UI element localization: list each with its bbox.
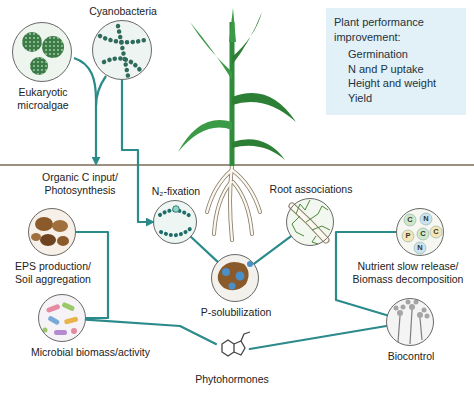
nutrient-letter: P	[405, 232, 410, 240]
node-label: Nutrient slow release/ Biomass decomposi…	[347, 260, 469, 285]
node-label: Phytohormones	[195, 373, 269, 386]
node-label: Microbial biomass/activity	[31, 346, 150, 359]
organic-c-arrows	[74, 58, 106, 164]
nutrient-letter: C	[407, 216, 412, 224]
node-label: Eukaryotic microalgae	[7, 86, 79, 111]
plant	[178, 8, 296, 240]
connector	[191, 237, 217, 262]
eps-figure	[28, 208, 76, 256]
process-circle: Phytohormones	[214, 334, 250, 370]
nutrient-figure	[396, 208, 444, 256]
nutrient-letter: C	[433, 228, 438, 236]
nutrient-letter: N	[417, 244, 422, 252]
root-association-figure	[286, 198, 334, 246]
node-label: N₂-fixation	[152, 185, 200, 198]
info-box: Plant performance improvement: Germinatio…	[326, 8, 466, 115]
process-circle: Cyanobacteria	[92, 20, 152, 80]
nutrient-letter: N	[423, 215, 428, 223]
connector	[122, 80, 153, 222]
connector	[86, 320, 216, 344]
phytohormone-molecule	[222, 332, 250, 356]
biocontrol-figure	[386, 298, 434, 346]
cyanobacteria-figure	[92, 20, 152, 80]
node-label: Root associations	[270, 183, 353, 196]
process-circle: P-solubilization	[211, 254, 259, 302]
node-label: Cyanobacteria	[89, 5, 157, 18]
node-label: Biocontrol	[388, 350, 435, 363]
microbial-figure	[38, 294, 86, 342]
connector	[250, 326, 387, 349]
process-circle: Eukaryotic microalgae	[12, 22, 72, 82]
connector	[254, 236, 291, 263]
nutrient-letter: C	[420, 230, 425, 238]
box-item: Yield	[334, 91, 458, 106]
ground-line	[0, 165, 474, 166]
microalgae-figure	[12, 22, 72, 82]
process-circle: Root associations	[286, 198, 334, 246]
node-label: EPS production/ Soil aggregation	[8, 260, 98, 285]
process-label: Organic C input/ Photosynthesis	[35, 171, 125, 196]
node-label: P-solubilization	[201, 306, 272, 319]
box-title: Plant performance improvement:	[334, 15, 458, 45]
box-item: Height and weight	[334, 76, 458, 91]
process-circle: Microbial biomass/activity	[38, 294, 86, 342]
box-item: Germination	[334, 47, 458, 62]
process-circle: N₂-fixation	[153, 200, 197, 244]
process-circle: EPS production/ Soil aggregation	[28, 208, 76, 256]
process-circle: Biocontrol	[386, 298, 434, 346]
box-item: N and P uptake	[334, 62, 458, 77]
